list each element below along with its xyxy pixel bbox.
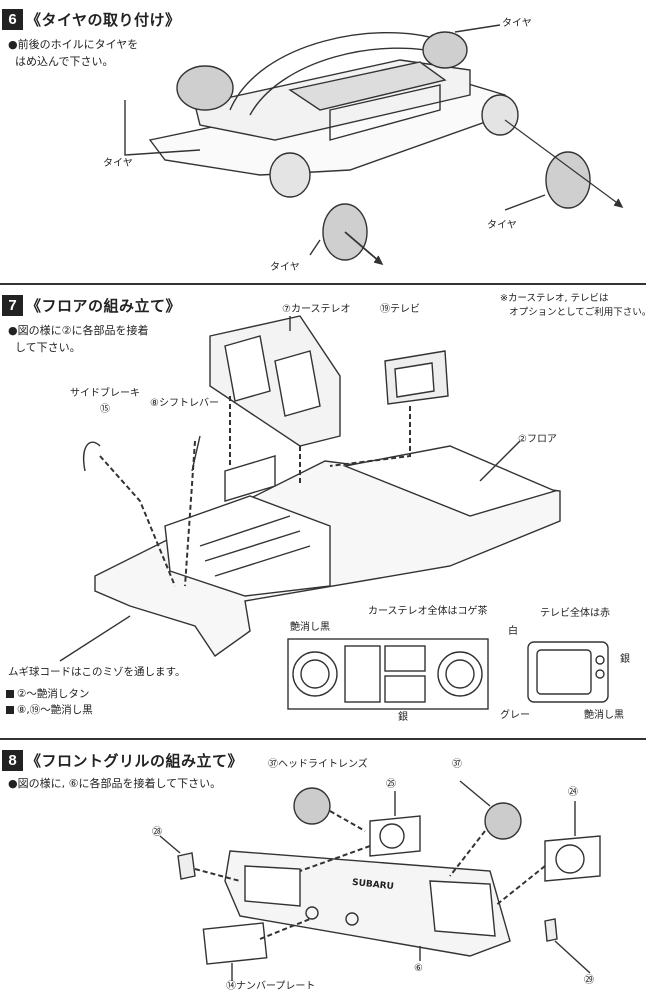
- part-6-label: ⑥: [414, 963, 423, 974]
- part-24-label: ㉔: [568, 787, 578, 798]
- gray-label: グレー: [500, 710, 530, 721]
- step-8-header: 8 《フロントグリルの組み立て》: [2, 747, 243, 773]
- chassis-tire-diagram: [124, 24, 624, 266]
- step-7-title: 《フロアの組み立て》: [26, 296, 182, 315]
- car-stereo-name: カーステレオ: [290, 304, 351, 315]
- step-8-number: 8: [2, 749, 23, 771]
- option-note: ※カーステレオ, テレビは オプションとしてご利用下さい。: [500, 292, 646, 320]
- wheat-bulb-note: ムギ球コードはこのミゾを通します。: [8, 666, 186, 678]
- tv-label: ⑲テレビ: [380, 304, 420, 316]
- step-8-section: 8 《フロントグリルの組み立て》 ●図の様に, ⑥に各部品を接着して下さい。: [0, 741, 646, 996]
- part-28-label: ㉘: [152, 827, 162, 838]
- floor-part-number: ②: [518, 434, 527, 445]
- tire-label-top: タイヤ: [502, 18, 532, 29]
- side-brake-label: サイドブレーキ: [70, 388, 140, 399]
- step-8-instruction-line-1: 図の様に, ⑥に各部品を接着して下さい。: [17, 777, 222, 790]
- matte-black-right-label: 艶消し黒: [584, 710, 624, 721]
- legend-item-1: ②～艶消しタン: [6, 686, 93, 702]
- option-note-line-1: ※カーステレオ, テレビは: [500, 293, 609, 304]
- step-7-instruction-line-2: して下さい。: [15, 341, 81, 354]
- part-37-label: ㊲: [452, 759, 462, 770]
- step-8-title: 《フロントグリルの組み立て》: [26, 751, 244, 770]
- paint-legend: ②～艶消しタン ⑧,⑲～艶消し黒: [6, 686, 93, 718]
- tv-part-number: ⑲: [380, 304, 390, 315]
- floor-assembly-diagram: [59, 315, 609, 710]
- step-8-instruction: ●図の様に, ⑥に各部品を接着して下さい。: [8, 777, 222, 790]
- step-6-instruction-line-1: 前後のホイルにタイヤを: [17, 38, 139, 51]
- front-grille-diagram: [159, 780, 601, 981]
- license-plate-part-number: ⑭: [226, 981, 236, 992]
- tire-label-left: タイヤ: [103, 158, 133, 169]
- floor-label: ②フロア: [518, 434, 557, 446]
- headlight-name: ヘッドライトレンズ: [278, 759, 368, 770]
- headlight-lens-label: ㊲ヘッドライトレンズ: [268, 759, 368, 771]
- stereo-color-label: カーステレオ全体はコゲ茶: [368, 606, 488, 617]
- step-6-number: 6: [2, 8, 23, 30]
- matte-black-label: 艶消し黒: [290, 622, 330, 633]
- floor-name: フロア: [526, 434, 557, 445]
- shift-lever-label: ⑧シフトレバー: [150, 398, 219, 410]
- white-label: 白: [508, 626, 518, 637]
- section-divider-2: [0, 738, 646, 740]
- step-6-instruction: ●前後のホイルにタイヤを はめ込んで下さい。: [8, 38, 139, 68]
- shift-lever-part-number: ⑧: [150, 398, 159, 409]
- side-brake-part-number: ⑮: [100, 404, 110, 415]
- legend-text-2: ⑧,⑲～艶消し黒: [17, 704, 93, 716]
- tv-color-label: テレビ全体は赤: [540, 608, 610, 619]
- silver-label-left: 銀: [398, 712, 408, 723]
- tire-label-bottom: タイヤ: [270, 262, 300, 273]
- step-7-instruction-line-1: 図の様に②に各部品を接着: [17, 324, 149, 337]
- license-plate-label: ⑭ナンバープレート: [226, 981, 315, 993]
- step-6-header: 6 《タイヤの取り付け》: [2, 6, 181, 32]
- car-stereo-part-number: ⑦: [282, 304, 291, 315]
- option-note-line-2: オプションとしてご利用下さい。: [509, 307, 646, 318]
- section-divider-1: [0, 283, 646, 285]
- legend-item-2: ⑧,⑲～艶消し黒: [6, 702, 93, 718]
- step-6-instruction-line-2: はめ込んで下さい。: [15, 55, 114, 68]
- tv-name: テレビ: [390, 304, 420, 315]
- silver-label-right: 銀: [620, 654, 630, 665]
- step-7-section: 7 《フロアの組み立て》 ●図の様に②に各部品を接着 して下さい。 ※カーステレ…: [0, 286, 646, 736]
- headlight-part-number: ㊲: [268, 759, 278, 770]
- step-7-instruction: ●図の様に②に各部品を接着 して下さい。: [8, 324, 149, 354]
- legend-text-1: ②～艶消しタン: [17, 688, 90, 700]
- step-6-title: 《タイヤの取り付け》: [26, 10, 181, 29]
- step-7-header: 7 《フロアの組み立て》: [2, 292, 181, 318]
- part-25-label: ㉕: [386, 779, 396, 790]
- tire-label-right: タイヤ: [487, 220, 517, 231]
- part-29-label: ㉙: [584, 975, 594, 986]
- step-6-section: 6 《タイヤの取り付け》 ●前後のホイルにタイヤを はめ込んで下さい。: [0, 0, 646, 283]
- step-7-number: 7: [2, 294, 23, 316]
- car-stereo-label: ⑦カーステレオ: [282, 304, 350, 316]
- shift-lever-name: シフトレバー: [158, 398, 219, 409]
- license-plate-name: ナンバープレート: [236, 981, 316, 992]
